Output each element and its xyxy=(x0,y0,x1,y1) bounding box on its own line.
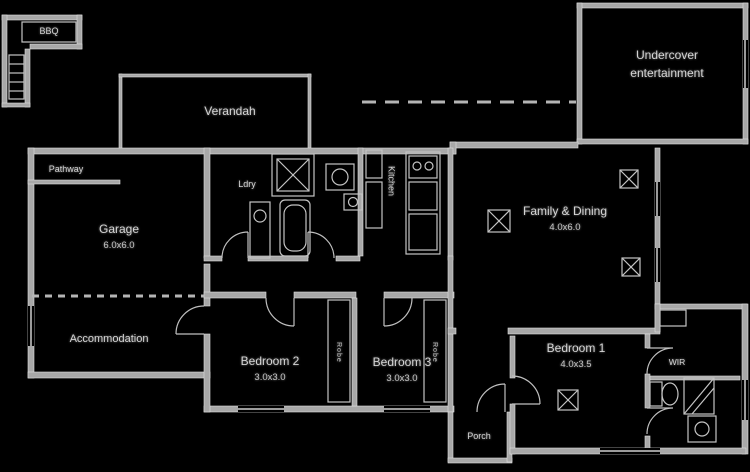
bbq-bench xyxy=(8,54,25,100)
porch-wall xyxy=(447,457,513,464)
bbq-label-box xyxy=(21,21,77,43)
pathway-label: Pathway xyxy=(48,164,84,174)
wall xyxy=(1,102,31,108)
fridge xyxy=(365,149,383,179)
family-dining-label: Family & Dining xyxy=(522,204,608,218)
bedroom1-dimension: 4.0x3.5 xyxy=(560,359,592,370)
dashed-lines-group xyxy=(32,100,576,298)
robe-label-left: Robe xyxy=(334,341,342,363)
pantry xyxy=(365,181,383,229)
wall xyxy=(383,291,455,299)
kitchen-label: Kitchen xyxy=(386,165,397,197)
bedroom3-door-arc xyxy=(383,297,413,327)
wall xyxy=(576,2,583,145)
bedroom2-dimension: 3.0x3.0 xyxy=(254,372,286,383)
wall xyxy=(24,48,31,108)
crossed-square-symbol xyxy=(619,169,639,189)
robe-label-right: Robe xyxy=(430,341,438,363)
wall xyxy=(29,43,83,50)
wall xyxy=(447,327,457,335)
wall xyxy=(576,2,749,9)
robe-strip xyxy=(327,299,351,403)
basin xyxy=(343,193,363,211)
crossed-square-symbol xyxy=(487,209,511,233)
bedroom1-label: Bedroom 1 xyxy=(546,341,606,355)
garage-label: Garage xyxy=(98,222,140,236)
wall xyxy=(654,303,661,333)
bedroom2-label: Bedroom 2 xyxy=(240,354,300,368)
washing-machine xyxy=(325,163,355,191)
wall xyxy=(203,333,211,413)
linen-closet xyxy=(659,309,687,327)
wall xyxy=(447,147,454,261)
undercover-label-line2: entertainment xyxy=(630,66,704,80)
wall xyxy=(644,373,651,409)
ensuite-shower-symbol xyxy=(683,377,715,415)
bedroom1-door-arc xyxy=(511,375,541,405)
shower-symbol xyxy=(271,153,315,197)
wall xyxy=(27,371,211,379)
crossed-square-symbol xyxy=(621,257,641,277)
laundry-trough xyxy=(249,201,271,259)
entry-door-arc xyxy=(476,383,506,413)
wall xyxy=(741,303,749,455)
ensuite-door-arc xyxy=(646,407,674,435)
wall xyxy=(1,14,83,21)
wall xyxy=(247,255,309,262)
bedroom3-dimension: 3.0x3.0 xyxy=(386,373,418,384)
accommodation-label: Accommodation xyxy=(69,333,149,345)
garage-dimension: 6.0x6.0 xyxy=(103,240,135,251)
wall xyxy=(644,333,651,349)
verandah-wall xyxy=(118,73,123,153)
wall xyxy=(509,335,516,379)
family-dining-dimension: 4.0x6.0 xyxy=(549,222,581,233)
wall xyxy=(654,303,748,310)
fixtures-group xyxy=(8,21,717,443)
wall xyxy=(335,255,361,262)
doors-group xyxy=(175,231,674,435)
wall xyxy=(203,255,223,262)
wall xyxy=(203,263,211,307)
kitchen-door-arc xyxy=(307,231,335,259)
wall xyxy=(644,435,651,451)
bedroom2-door-arc xyxy=(265,297,295,327)
windows-group xyxy=(28,40,748,454)
verandah-wall xyxy=(118,73,312,78)
bbq-label: BBQ xyxy=(39,26,59,36)
wir-label: WIR xyxy=(668,357,686,367)
wall xyxy=(351,297,358,407)
wall xyxy=(449,141,579,149)
laundry-door-arc xyxy=(221,231,249,259)
wall xyxy=(507,327,661,335)
vanity-symbol xyxy=(687,415,717,443)
wall xyxy=(203,147,211,259)
undercover-label-line1: Undercover xyxy=(635,48,699,62)
accommodation-door-arc xyxy=(175,305,205,335)
wall xyxy=(27,179,121,185)
laundry-label: Ldry xyxy=(238,179,256,189)
toilet-symbol xyxy=(649,381,679,407)
kitchen-bench xyxy=(405,151,441,255)
verandah-label: Verandah xyxy=(204,104,256,118)
wall xyxy=(1,14,8,108)
wall xyxy=(203,291,267,299)
porch-label: Porch xyxy=(467,431,491,441)
crossed-square-symbol xyxy=(557,389,579,411)
wall xyxy=(509,403,516,455)
robe-strip xyxy=(423,299,447,403)
bathtub-symbol xyxy=(279,199,311,257)
wall xyxy=(293,291,357,299)
verandah-wall xyxy=(307,73,312,153)
bedroom3-label: Bedroom 3 xyxy=(372,355,432,369)
wall xyxy=(576,138,749,145)
wir-door-arc xyxy=(646,347,674,375)
